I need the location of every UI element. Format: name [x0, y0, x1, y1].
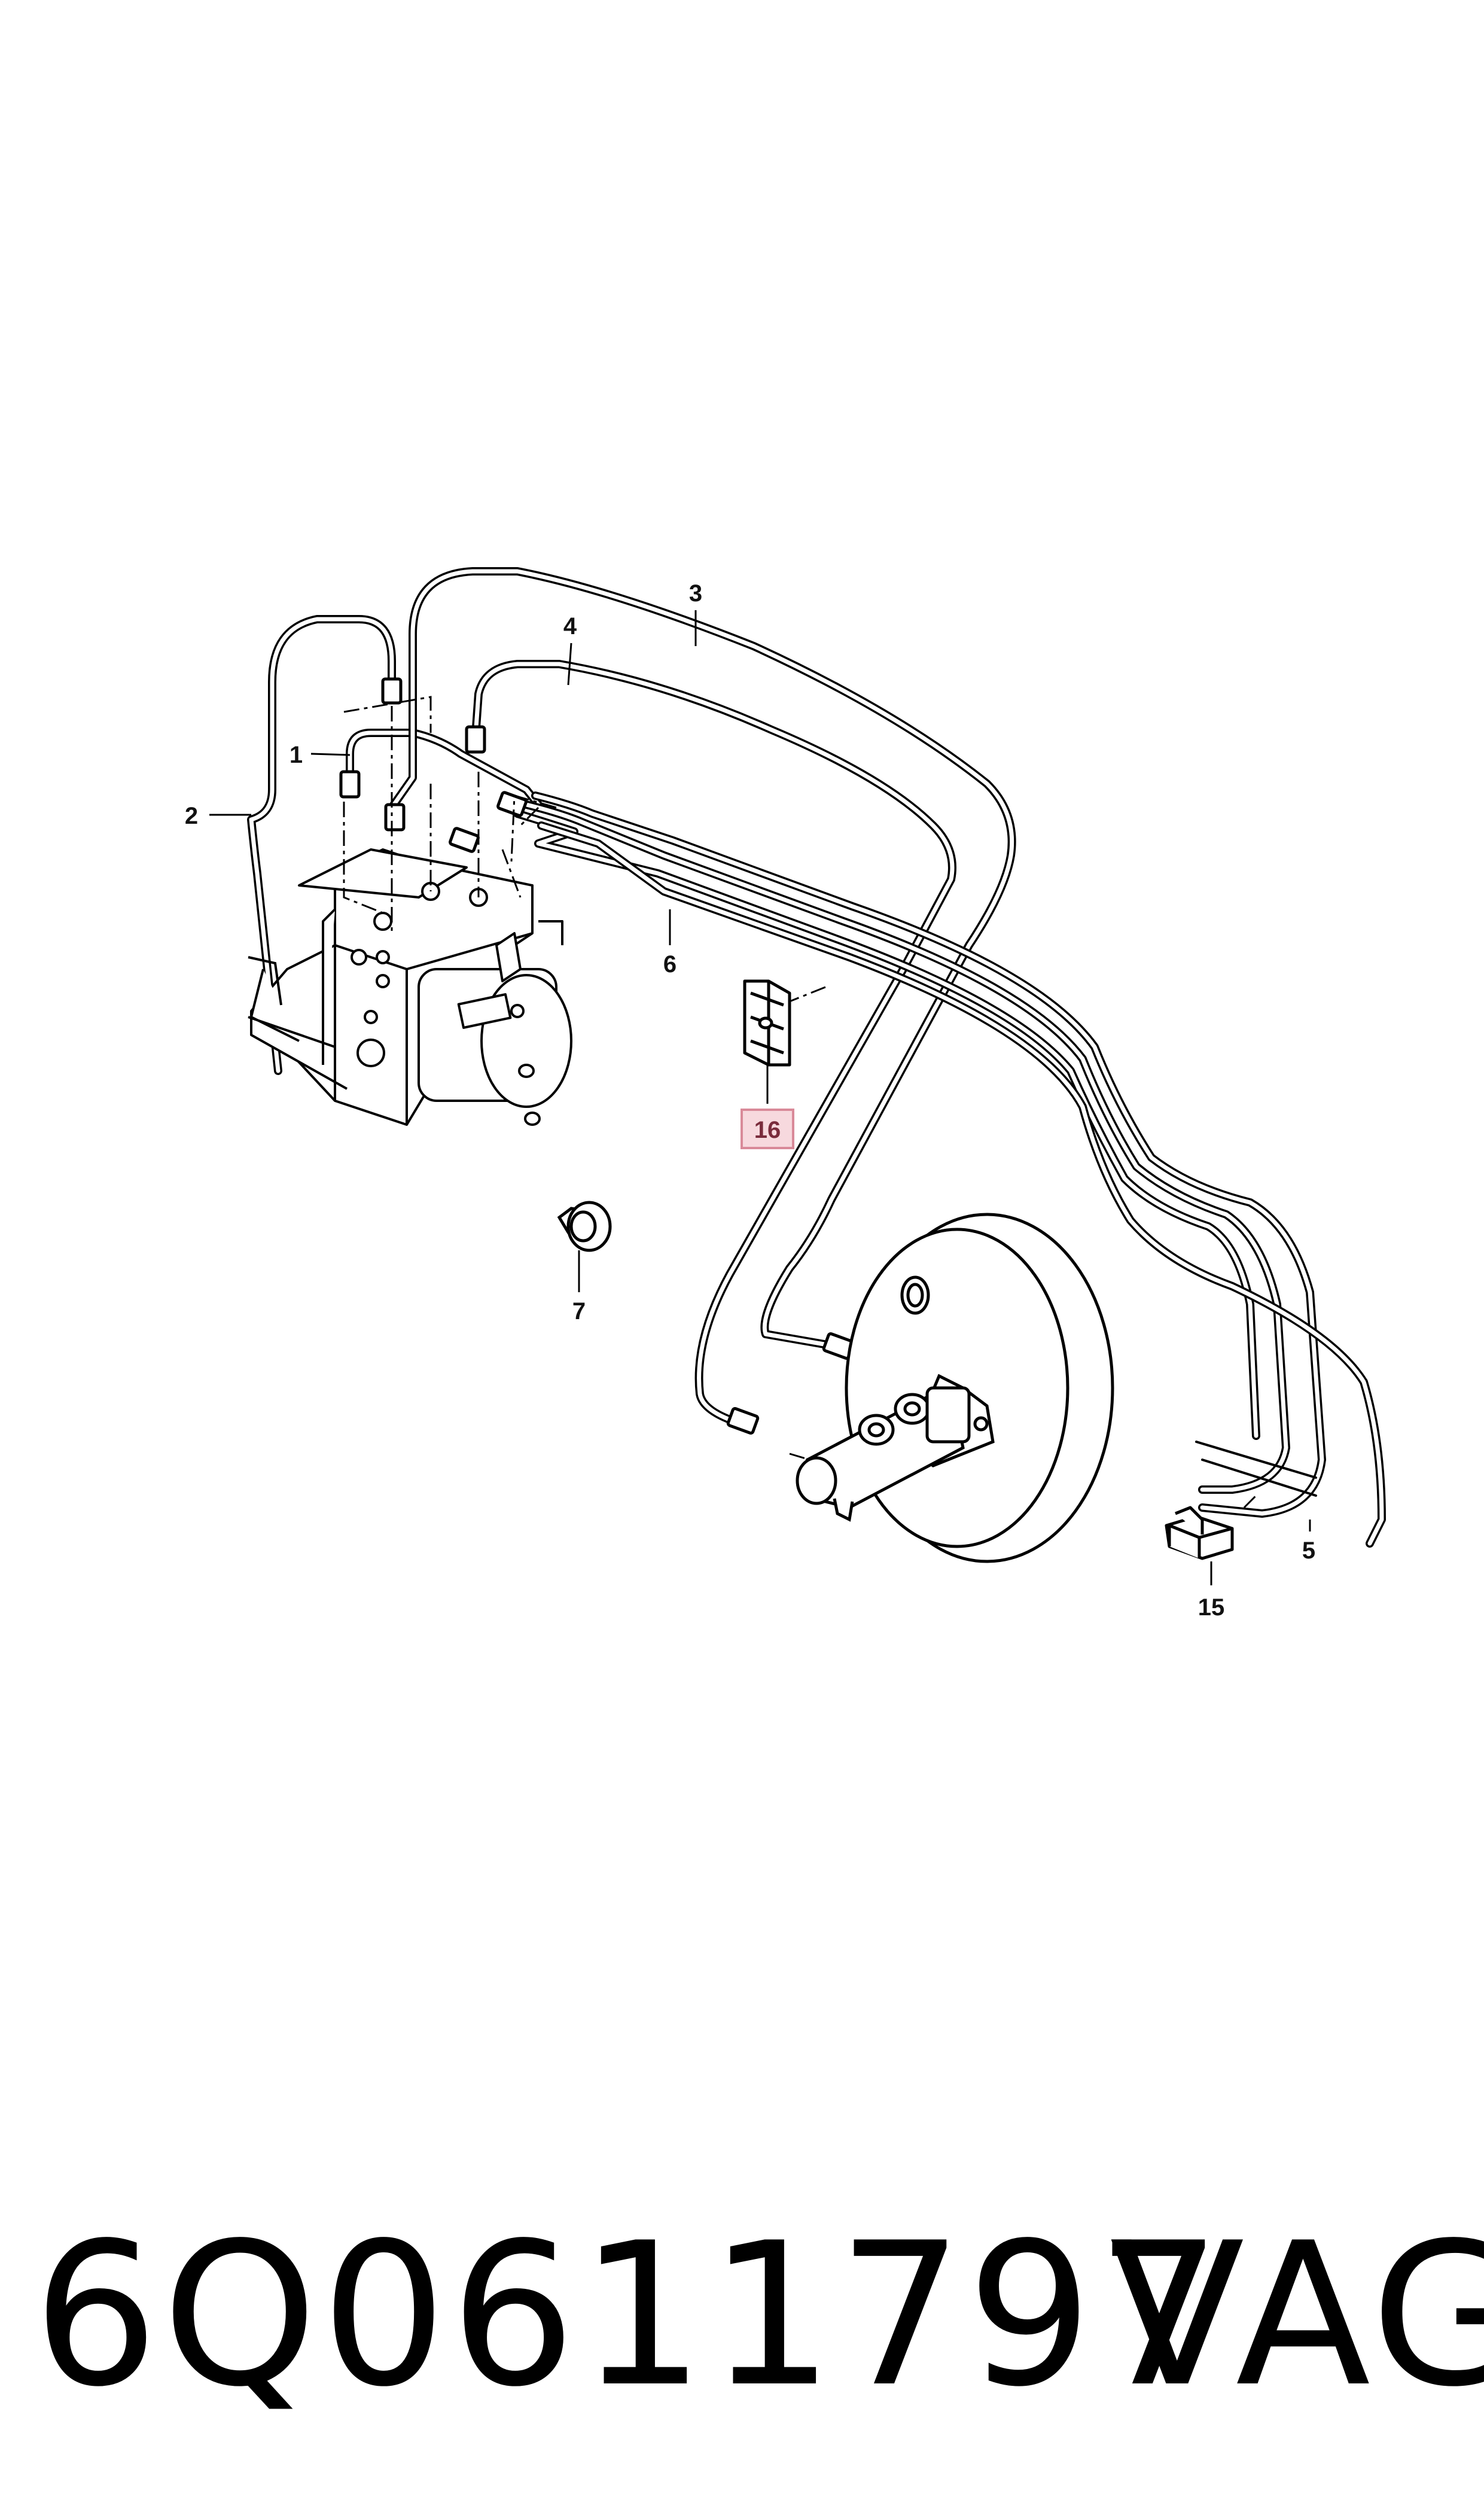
pipe-stub: [1195, 1441, 1317, 1479]
callout-6: 6: [663, 951, 677, 978]
fitting: [465, 725, 486, 754]
exploded-parts-diagram: 1 2 3 4 5 6 7 15 16: [185, 567, 1386, 1621]
fitting: [381, 677, 403, 705]
brake-line-6: [513, 791, 1326, 1518]
port-hole: [376, 950, 390, 964]
callouts: 1 2 3 4 5 6 7 15 16: [185, 580, 1315, 1621]
outlet-stub: [833, 1498, 854, 1522]
callout-2: 2: [185, 803, 198, 829]
callout-1: 1: [290, 742, 303, 768]
mounting-flange: [925, 1386, 971, 1444]
brake-line-5: [537, 821, 1386, 1548]
callout-4: 4: [563, 613, 577, 640]
clip-hole: [758, 1016, 773, 1030]
motor-bolt: [524, 1112, 541, 1126]
port-hole: [356, 1039, 385, 1067]
callout-7: 7: [572, 1298, 586, 1325]
brake-line-4: [471, 660, 956, 1428]
reservoir-port-inner: [867, 1422, 885, 1438]
fitting: [339, 770, 361, 799]
motor-bolt: [518, 1064, 535, 1078]
brand-name: VAG: [1110, 2200, 1484, 2430]
pipe-clip-16: [743, 979, 791, 1067]
pipe-holder-15: [1165, 1506, 1234, 1560]
motor-bolt: [510, 1004, 525, 1018]
callout-3: 3: [689, 580, 702, 607]
booster-stud-inner: [906, 1283, 924, 1308]
master-cylinder-end: [796, 1456, 837, 1505]
abs-hydraulic-unit: [250, 848, 572, 1126]
motor-label: [457, 993, 512, 1029]
part-number: 6Q0611797: [33, 2200, 1226, 2430]
fitting: [384, 803, 406, 832]
callout-15: 15: [1198, 1594, 1225, 1621]
leader-line-1: [310, 753, 351, 756]
master-cylinder: [796, 1386, 989, 1522]
pipe-stub: [1201, 1459, 1317, 1497]
callout-5: 5: [1302, 1537, 1315, 1564]
leader-line-4: [567, 643, 572, 686]
assembly-guide-lines: [343, 696, 1257, 1509]
reservoir-port-inner: [903, 1401, 921, 1417]
port-hole: [351, 949, 367, 966]
flange-bolt: [973, 1416, 989, 1432]
grommet-hole: [569, 1210, 597, 1243]
brake-lines: [247, 567, 1386, 1548]
pipe-fittings: [339, 677, 855, 1435]
fitting: [449, 827, 480, 853]
leader-lines: [209, 610, 1311, 1585]
grommet-7: [557, 1201, 612, 1252]
abs-bracket: [248, 956, 336, 1048]
port-hole: [376, 974, 390, 988]
brake-booster: [845, 1213, 1114, 1563]
brake-line-2: [247, 615, 396, 1075]
callout-16-highlighted: 16: [741, 1109, 794, 1149]
callout-16-box: [741, 1109, 794, 1149]
brake-line-3: [388, 567, 1016, 1350]
port-hole: [364, 1010, 378, 1024]
fitting: [496, 791, 528, 817]
callout-16: 16: [754, 1117, 781, 1143]
motor-end-cap: [480, 974, 572, 1108]
fitting: [726, 1407, 760, 1435]
